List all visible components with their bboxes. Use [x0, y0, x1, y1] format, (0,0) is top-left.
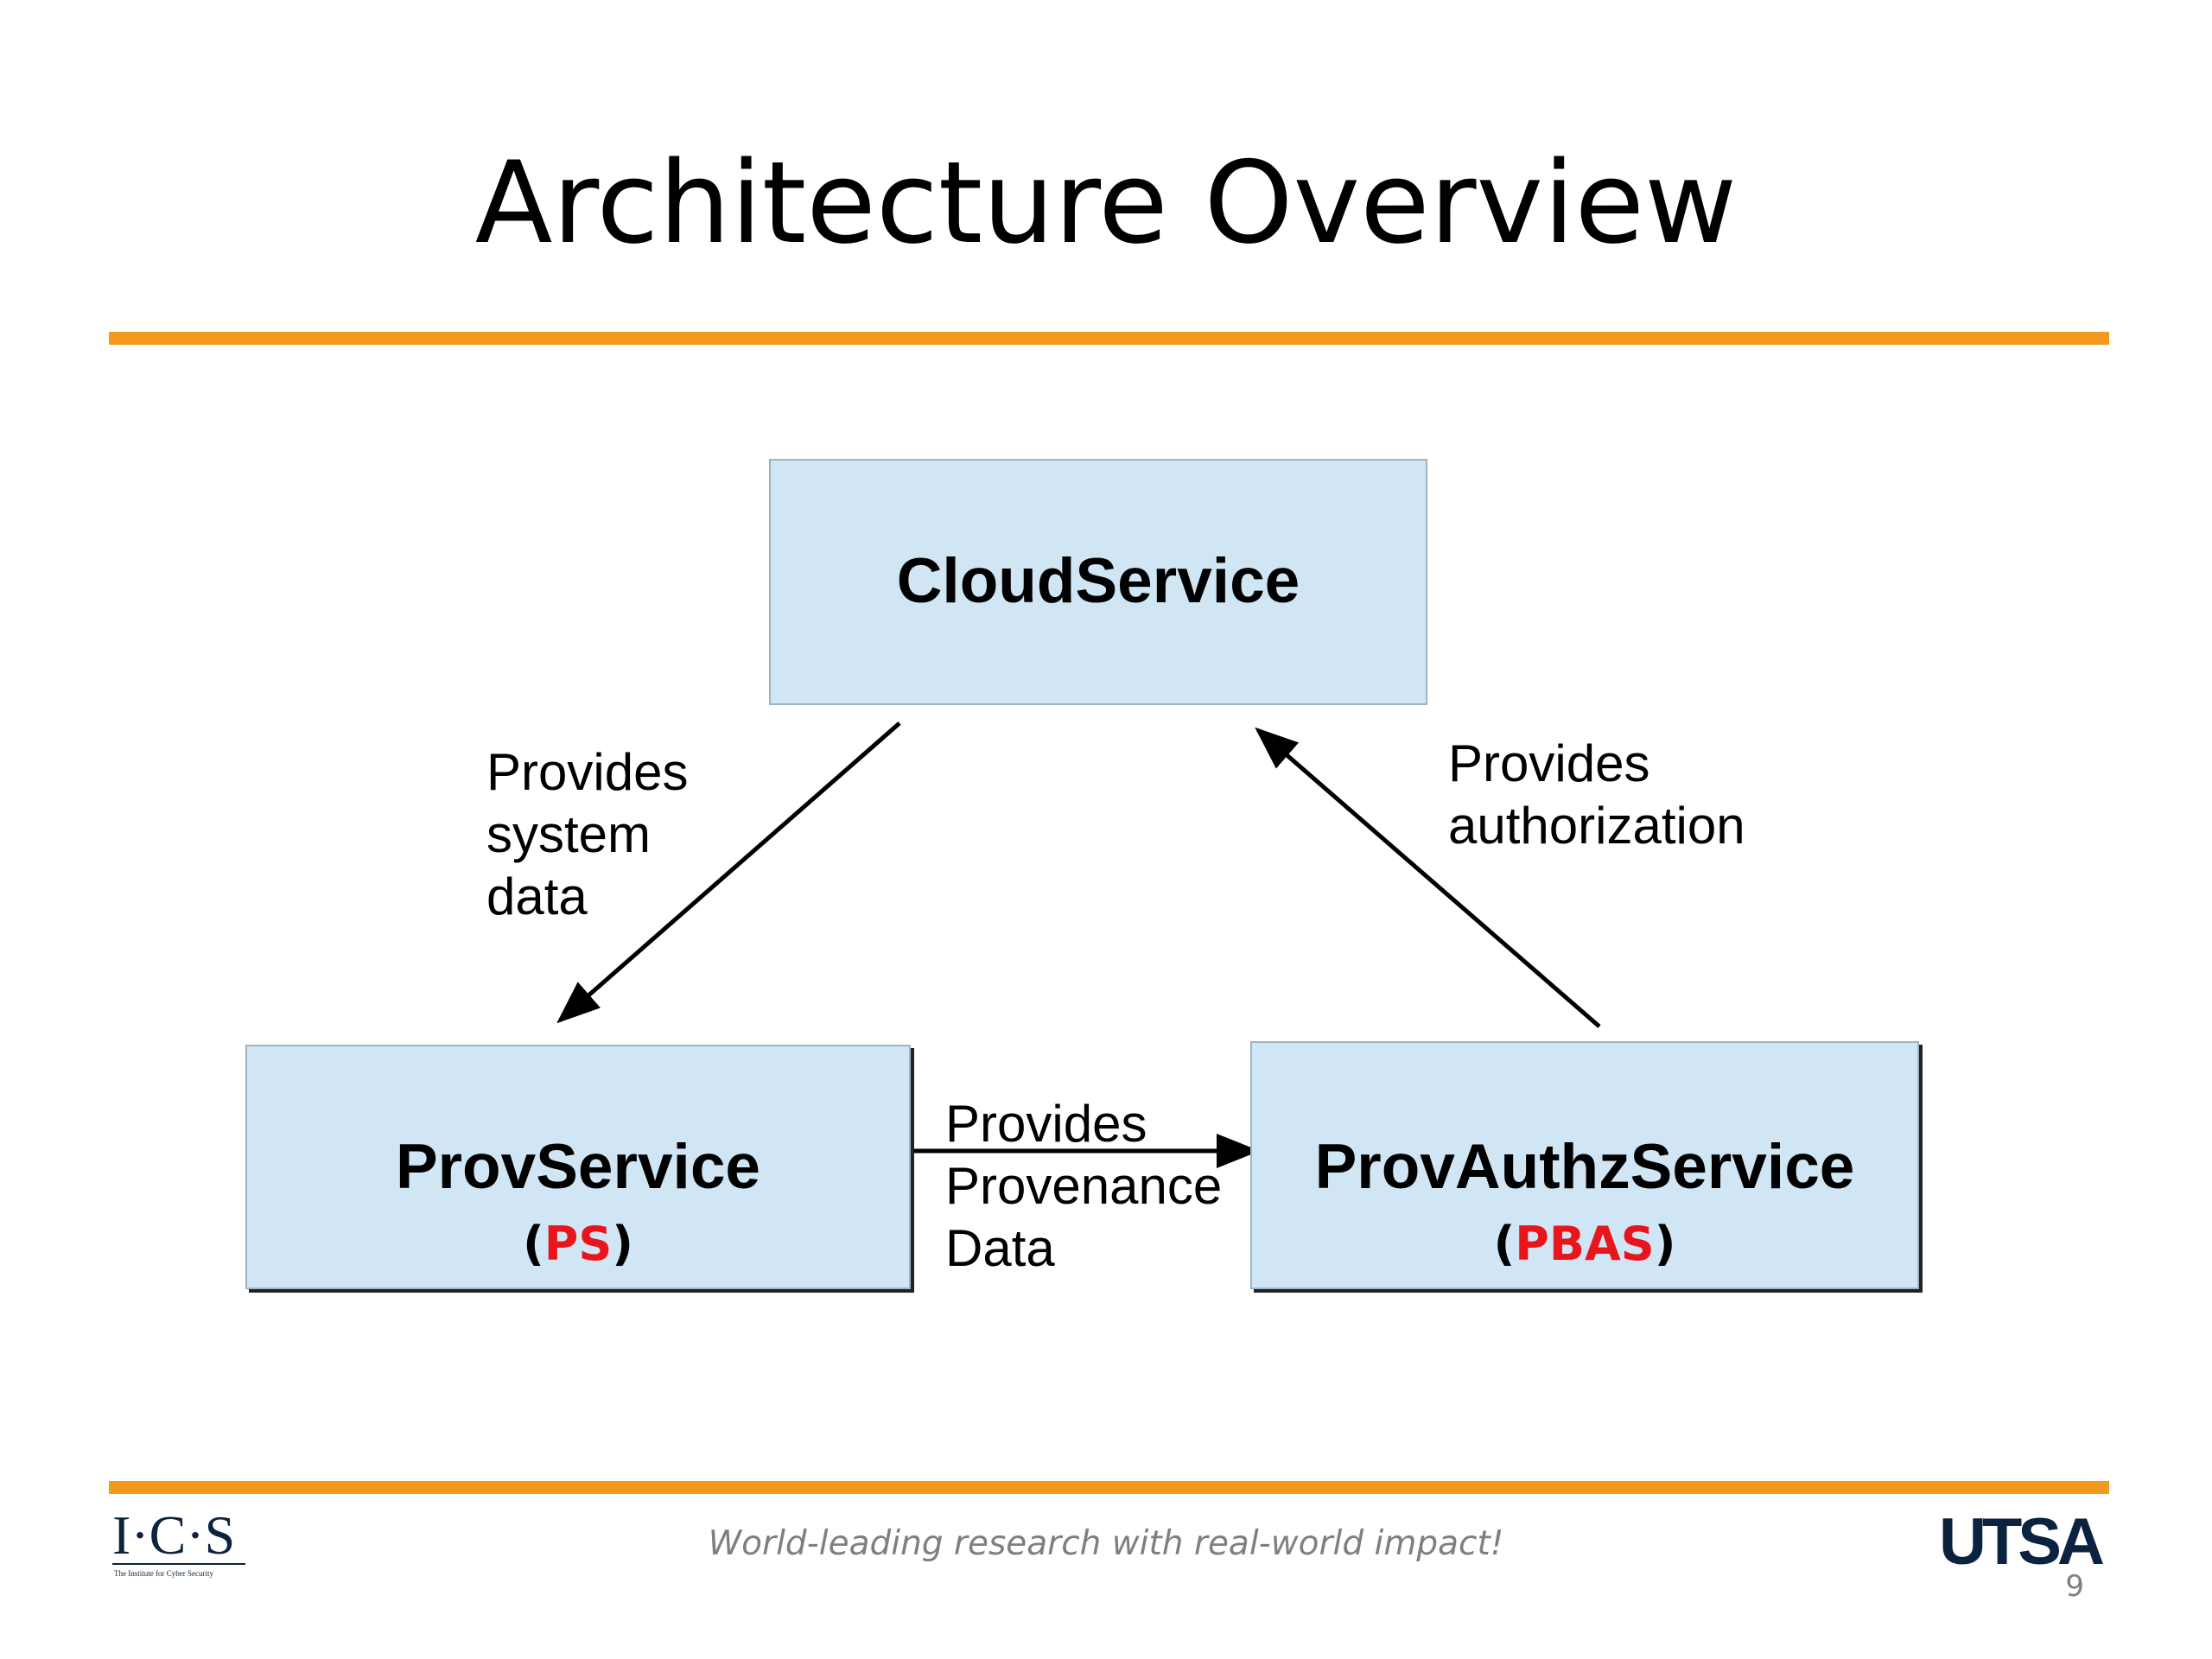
edge-label-line: Provides — [945, 1095, 1147, 1153]
cloud-service-box: CloudService — [769, 459, 1427, 705]
slide-title: Architecture Overview — [474, 137, 1738, 269]
authz-abbr-close: ) — [1654, 1217, 1676, 1271]
ics-logo-text: I·C·S — [112, 1504, 235, 1566]
authz-abbr-open: ( — [1493, 1217, 1516, 1271]
ics-logo-subtitle: The Institute for Cyber Security — [114, 1569, 213, 1578]
footer-tagline: World-leading research with real-world i… — [708, 1524, 1504, 1563]
prov-authz-service-abbr: (PBAS) — [1252, 1217, 1917, 1271]
edge-label-line: Provides — [1448, 734, 1650, 792]
utsa-logo: UTSA — [1939, 1510, 2107, 1571]
authz-abbr-text: PBAS — [1515, 1217, 1655, 1271]
cloud-service-label: CloudService — [896, 546, 1300, 616]
edge-label-line: data — [486, 868, 588, 925]
page-number: 9 — [2065, 1569, 2084, 1604]
edge-label-line: Provides — [486, 743, 689, 801]
arrow-cloud-to-prov — [556, 721, 901, 1024]
prov-service-abbr: (PS) — [247, 1217, 909, 1271]
prov-authz-service-box: ProvAuthzService (PBAS) — [1250, 1041, 1919, 1289]
edge-label-system-data: Provides system data — [486, 741, 688, 928]
prov-service-box: ProvService (PS) — [245, 1045, 911, 1289]
ics-logo: I·C·S The Institute for Cyber Security — [112, 1504, 245, 1578]
edge-label-line: system — [486, 805, 652, 863]
prov-abbr-open: ( — [523, 1217, 544, 1271]
prov-abbr-text: PS — [543, 1217, 613, 1271]
utsa-logo-text: UTSA — [1939, 1510, 2103, 1571]
prov-abbr-close: ) — [612, 1217, 633, 1271]
edge-label-authorization: Provides authorization — [1448, 733, 1745, 857]
prov-service-label: ProvService — [395, 1132, 761, 1202]
edge-label-line: authorization — [1448, 797, 1745, 855]
edge-label-provenance: Provides Provenance Data — [945, 1093, 1222, 1280]
top-accent-rule — [109, 332, 2109, 345]
edge-label-line: Provenance — [945, 1157, 1223, 1215]
arrow-authz-to-cloud — [1255, 727, 1601, 1028]
edge-label-line: Data — [945, 1219, 1055, 1277]
bottom-accent-rule — [109, 1481, 2109, 1494]
prov-authz-service-label: ProvAuthzService — [1314, 1132, 1855, 1202]
